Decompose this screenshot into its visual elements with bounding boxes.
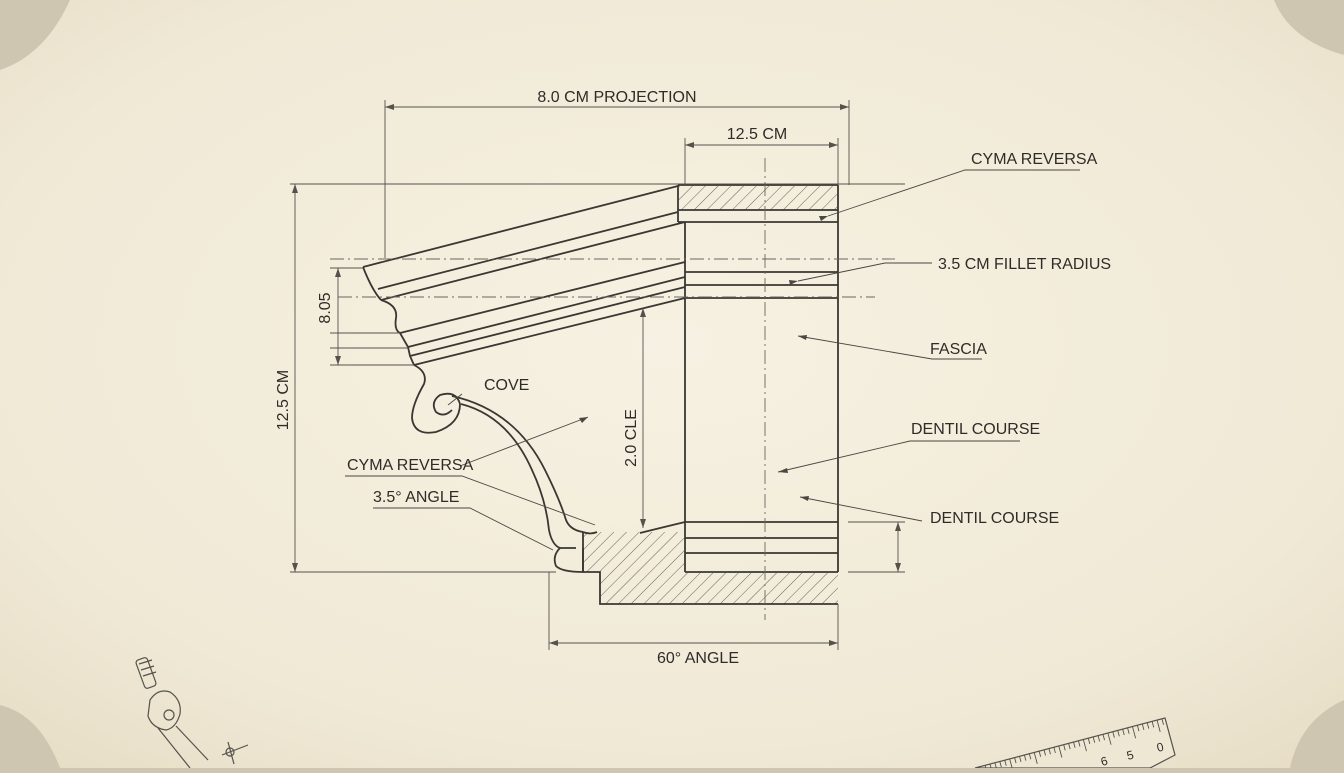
ruler-tick: [1043, 749, 1046, 756]
ruler-tick: [1077, 740, 1081, 747]
ruler-tick: [1068, 743, 1071, 750]
cyma-profile: [411, 364, 686, 573]
ruler-tick: [1038, 750, 1042, 757]
ruler-tick: [1028, 753, 1032, 760]
sloped-cornice: [362, 185, 686, 366]
ruler-tick: [1023, 754, 1027, 761]
ruler-tick: [1087, 738, 1091, 745]
ruler-tick: [1146, 722, 1150, 729]
label-top-width: 12.5 CM: [727, 126, 787, 143]
ruler-tick: [1097, 735, 1101, 742]
ruler-tick: [1082, 739, 1087, 752]
ruler-number-0: 0: [1155, 740, 1165, 755]
ruler-tick: [1122, 729, 1125, 736]
ruler-tick: [1136, 725, 1140, 732]
ruler-tick: [1063, 744, 1066, 751]
label-height-total: 12.5 CM: [275, 370, 292, 430]
ruler-tick: [994, 762, 997, 769]
label-cle: 2.0 CLE: [623, 409, 640, 467]
labels: 8.0 CM PROJECTION 12.5 CM CYMA REVERSA 3…: [275, 89, 1111, 667]
ruler-tick: [1018, 755, 1022, 762]
compass-icon: [135, 657, 249, 769]
label-cyma-reversa-top: CYMA REVERSA: [971, 151, 1098, 168]
label-fascia: FASCIA: [930, 341, 987, 358]
ruler-tick: [1141, 723, 1145, 731]
ruler-tick: [1053, 746, 1056, 754]
ruler-tick: [999, 761, 1002, 768]
ruler-tick: [1092, 736, 1096, 743]
ruler-icon: 0 5 6: [974, 717, 1176, 773]
ruler-tick: [1156, 720, 1161, 733]
ruler-tick: [1112, 731, 1115, 738]
label-projection: 8.0 CM PROJECTION: [537, 89, 696, 106]
label-angle-small: 3.5° ANGLE: [373, 489, 459, 506]
ruler-tick: [1004, 759, 1007, 766]
ruler-tick: [1132, 726, 1137, 739]
dimension-lines: [290, 100, 905, 650]
label-dentil-course-2: DENTIL COURSE: [930, 510, 1059, 527]
ruler-tick: [1161, 718, 1164, 725]
label-dentil-course-1: DENTIL COURSE: [911, 421, 1040, 438]
ruler-tick: [1033, 752, 1038, 764]
label-height-small: 8.05: [317, 292, 334, 323]
ruler-tick: [1102, 734, 1105, 741]
ruler-tick: [1117, 730, 1120, 737]
ruler-tick: [1107, 732, 1112, 745]
ruler-tick: [1048, 748, 1051, 755]
label-bottom-angle: 60° ANGLE: [657, 650, 739, 667]
label-cove: COVE: [484, 377, 529, 394]
ruler-tick: [1014, 757, 1017, 764]
ruler-number-5: 5: [1125, 748, 1135, 763]
label-cyma-reversa-left: CYMA REVERSA: [347, 457, 474, 474]
ruler-number-6: 6: [1099, 754, 1109, 768]
ruler-tick: [1073, 741, 1076, 748]
ruler-tick: [1151, 721, 1155, 728]
ruler-tick: [1058, 745, 1063, 758]
ruler-tick: [1127, 727, 1130, 734]
leader-lines: [345, 169, 1080, 551]
label-fillet-radius: 3.5 CM FILLET RADIUS: [938, 256, 1111, 273]
center-lines: [330, 158, 895, 620]
